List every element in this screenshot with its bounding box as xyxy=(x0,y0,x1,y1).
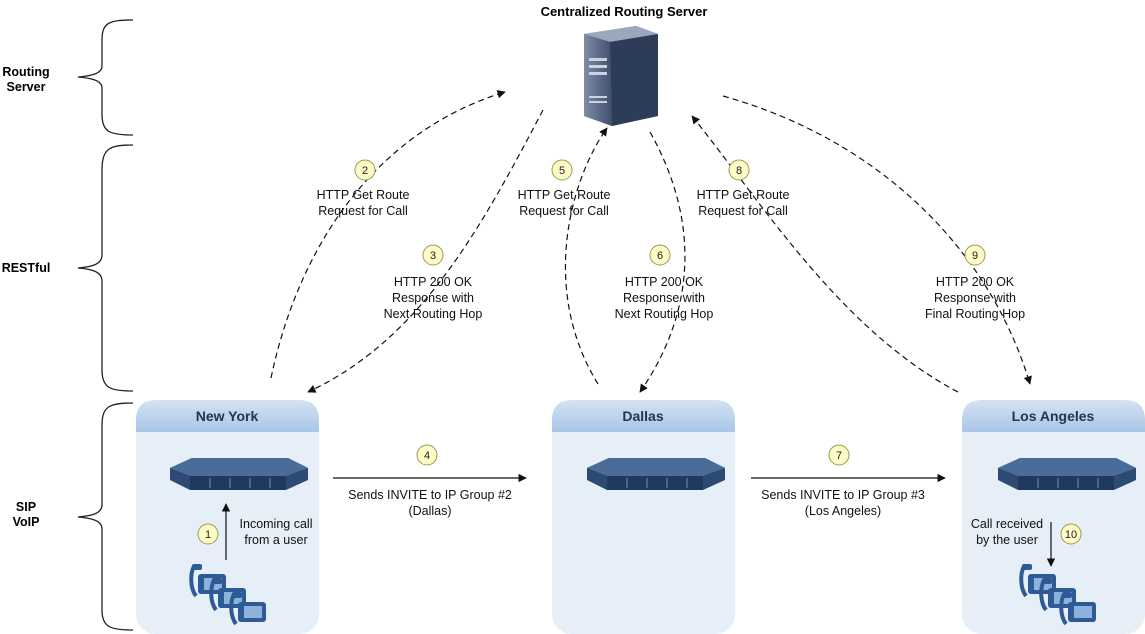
arrow-step-3 xyxy=(307,109,544,393)
tier-brace-restful xyxy=(77,144,134,392)
server-icon xyxy=(584,26,658,126)
gateway-device-icon xyxy=(586,457,726,491)
step-badge: 10 xyxy=(1060,523,1082,545)
step-label: Sends INVITE to IP Group #3(Los Angeles) xyxy=(761,488,925,518)
svg-text:6: 6 xyxy=(657,250,663,262)
gateway-device-icon xyxy=(169,457,309,491)
site-title-los-angeles: Los Angeles xyxy=(1012,408,1095,424)
step-badge: 1 xyxy=(197,523,219,545)
site-title-new-york: New York xyxy=(196,408,259,424)
svg-text:5: 5 xyxy=(559,165,565,177)
step-badge: 3 xyxy=(422,244,444,266)
step-badge: 5 xyxy=(551,159,573,181)
tier-label-restful: RESTful xyxy=(2,261,51,275)
step-label: Sends INVITE to IP Group #2(Dallas) xyxy=(348,488,512,518)
step-badge: 8 xyxy=(728,159,750,181)
svg-text:10: 10 xyxy=(1065,529,1077,541)
gateway-device-icon xyxy=(997,457,1137,491)
arrow-step-9 xyxy=(722,95,1032,385)
arrow-step-6 xyxy=(639,131,686,393)
svg-text:7: 7 xyxy=(836,450,842,462)
diagram-title: Centralized Routing Server xyxy=(541,4,708,19)
step-badge: 4 xyxy=(416,444,438,466)
svg-text:3: 3 xyxy=(430,250,436,262)
arrow-step-5 xyxy=(564,127,608,385)
tier-brace-routing-server xyxy=(77,19,134,136)
tier-brace-sip-voip xyxy=(77,402,134,631)
svg-text:2: 2 xyxy=(362,165,368,177)
svg-text:1: 1 xyxy=(205,529,211,541)
step-badge: 2 xyxy=(354,159,376,181)
site-title-dallas: Dallas xyxy=(622,408,663,424)
arrow-step-8 xyxy=(691,115,959,393)
step-badge: 7 xyxy=(828,444,850,466)
site-panel-dallas xyxy=(552,400,735,634)
arrow-step-2 xyxy=(270,90,506,379)
svg-text:4: 4 xyxy=(424,450,430,462)
step-badge: 6 xyxy=(649,244,671,266)
step-badge: 9 xyxy=(964,244,986,266)
svg-text:8: 8 xyxy=(736,165,742,177)
svg-text:9: 9 xyxy=(972,250,978,262)
